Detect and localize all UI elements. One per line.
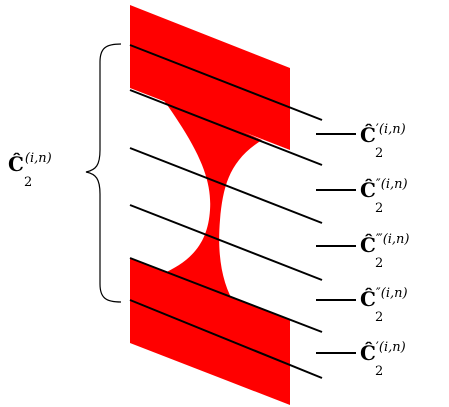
line-5: [129, 257, 323, 333]
svg-text:2: 2: [375, 364, 383, 379]
line-3: [129, 147, 323, 224]
boundary-lines: [129, 44, 323, 379]
connecting-tube: [160, 95, 262, 306]
side-labels: Ĉ′(i,n) 2 Ĉ″(i,n) 2 Ĉ‴(i,n) 2 Ĉ″(i,n) 2 …: [360, 122, 410, 379]
svg-text:Ĉ′(i,n): Ĉ′(i,n): [360, 122, 406, 147]
svg-text:Ĉ‴(i,n): Ĉ‴(i,n): [360, 232, 410, 257]
left-brace: [85, 43, 122, 303]
side-label-1: Ĉ′(i,n) 2: [360, 122, 406, 161]
svg-text:2: 2: [375, 256, 383, 271]
upper-sheet: [130, 5, 290, 150]
svg-text:Ĉ″(i,n): Ĉ″(i,n): [360, 286, 408, 311]
side-label-3: Ĉ‴(i,n) 2: [360, 232, 410, 271]
side-label-2: Ĉ″(i,n) 2: [360, 177, 408, 216]
line-1: [129, 44, 323, 121]
side-label-5: Ĉ′(i,n) 2: [360, 340, 406, 379]
svg-text:2: 2: [375, 310, 383, 325]
line-2: [129, 89, 323, 166]
brace-label-sup: (i,n): [25, 151, 52, 166]
svg-text:2: 2: [375, 146, 383, 161]
brace-label: Ĉ(i,n): [8, 151, 52, 176]
line-4: [129, 204, 323, 281]
leader-lines: [316, 133, 356, 354]
svg-text:2: 2: [375, 201, 383, 216]
brace-label-sub: 2: [24, 175, 32, 190]
side-label-4: Ĉ″(i,n) 2: [360, 286, 408, 325]
svg-text:Ĉ″(i,n): Ĉ″(i,n): [360, 177, 408, 202]
svg-text:Ĉ′(i,n): Ĉ′(i,n): [360, 340, 406, 365]
brace-label-base: Ĉ: [8, 151, 24, 176]
line-6: [129, 299, 323, 379]
